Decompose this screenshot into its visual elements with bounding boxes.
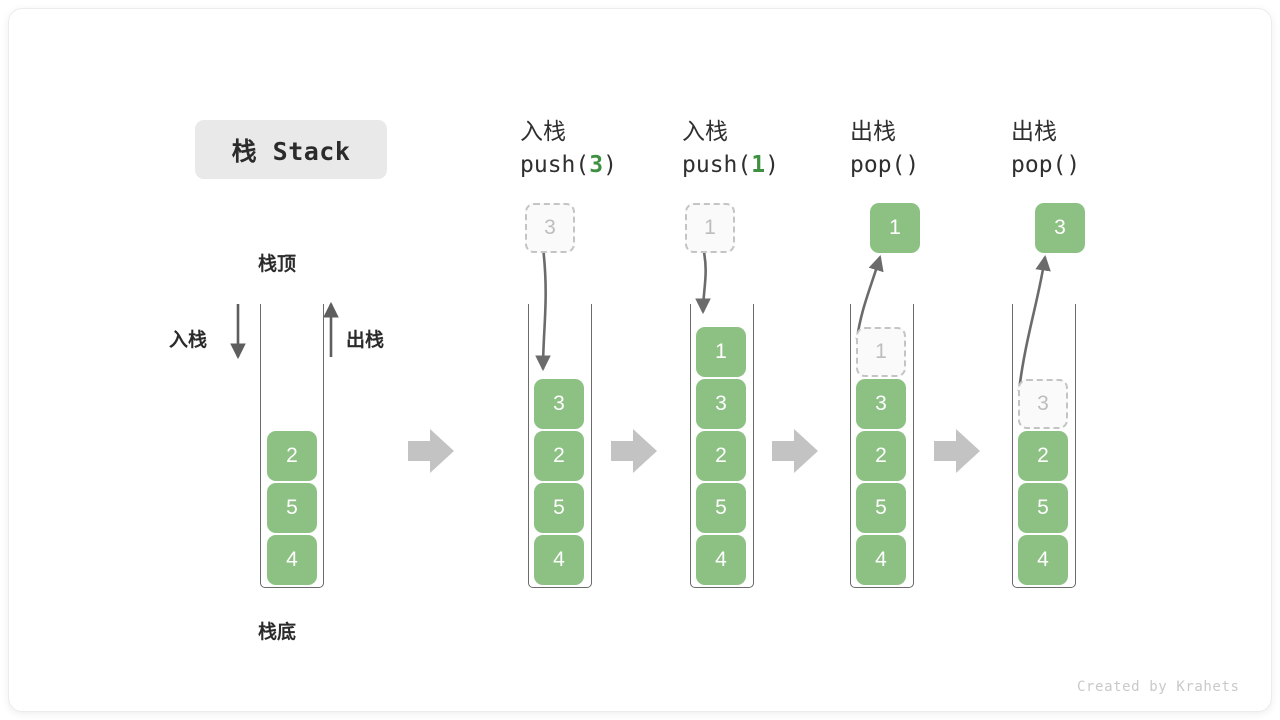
floating-cell-push-3: 3 (525, 203, 575, 253)
step-header-pop-1: 出栈 pop() (850, 114, 1020, 182)
floating-cell-pop-3: 3 (1035, 203, 1085, 253)
stack-cell: 5 (267, 483, 317, 533)
call-suffix: ) (1066, 152, 1081, 178)
call-suffix: ) (765, 152, 779, 178)
footnote-credit: Created by Krahets (1077, 679, 1240, 695)
stack-cell: 2 (267, 431, 317, 481)
stack-cell: 2 (696, 431, 746, 481)
step-header-line1: 入栈 (520, 118, 566, 144)
stack-cell-ghost: 1 (856, 327, 906, 377)
stack-cell: 5 (856, 483, 906, 533)
stack-container-pop-1 (850, 304, 914, 588)
stack-cell: 4 (534, 535, 584, 585)
stack-cell: 3 (534, 379, 584, 429)
step-header-push-1: 入栈 push(1) (682, 114, 852, 182)
step-header-line2: push(3) (520, 148, 690, 182)
step-header-line2: push(1) (682, 148, 852, 182)
push-side-label: 入栈 (169, 330, 208, 351)
call-prefix: push( (682, 152, 752, 178)
stack-cell: 4 (267, 535, 317, 585)
stack-cell-ghost: 3 (1018, 379, 1068, 429)
stack-cell: 5 (696, 483, 746, 533)
stack-container-pop-3 (1012, 304, 1076, 588)
stack-cell: 4 (1018, 535, 1068, 585)
floating-cell-push-1: 1 (685, 203, 735, 253)
call-prefix: pop( (1011, 152, 1067, 178)
call-arg: 1 (751, 152, 766, 178)
call-arg: 3 (589, 152, 604, 178)
push-1-motion-arrow (695, 246, 711, 315)
step-header-line1: 出栈 (850, 118, 896, 144)
title-badge-label: 栈 Stack (231, 136, 351, 166)
stack-cell: 2 (856, 431, 906, 481)
stack-container-initial (260, 304, 324, 588)
diagram-card: 栈 Stack 栈顶 (8, 8, 1272, 712)
step-header-line1: 入栈 (682, 118, 728, 144)
call-prefix: push( (520, 152, 590, 178)
call-suffix: ) (905, 152, 920, 178)
call-prefix: pop( (850, 152, 906, 178)
transition-arrow-1 (408, 429, 454, 473)
stack-cell: 3 (696, 379, 746, 429)
pop-side-label: 出栈 (346, 330, 385, 351)
title-badge: 栈 Stack (195, 120, 387, 179)
stack-cell: 5 (534, 483, 584, 533)
stack-container-push-3 (528, 304, 592, 588)
step-header-line2: pop() (850, 148, 1020, 182)
stack-container-push-1 (690, 304, 754, 588)
step-header-pop-3: 出栈 pop() (1011, 114, 1181, 182)
stack-cell: 4 (696, 535, 746, 585)
stack-bottom-label: 栈底 (258, 622, 297, 643)
step-header-push-3: 入栈 push(3) (520, 114, 690, 182)
transition-arrow-3 (772, 429, 818, 473)
stack-cell: 3 (856, 379, 906, 429)
stack-cell: 5 (1018, 483, 1068, 533)
floating-cell-pop-1: 1 (870, 203, 920, 253)
transition-arrow-4 (934, 429, 980, 473)
step-header-line2: pop() (1011, 148, 1181, 182)
transition-arrow-2 (611, 429, 657, 473)
stack-top-label: 栈顶 (258, 254, 297, 275)
stack-cell: 2 (1018, 431, 1068, 481)
stack-cell: 1 (696, 327, 746, 377)
stack-cell: 4 (856, 535, 906, 585)
step-header-line1: 出栈 (1011, 118, 1057, 144)
call-suffix: ) (603, 152, 617, 178)
stack-cell: 2 (534, 431, 584, 481)
